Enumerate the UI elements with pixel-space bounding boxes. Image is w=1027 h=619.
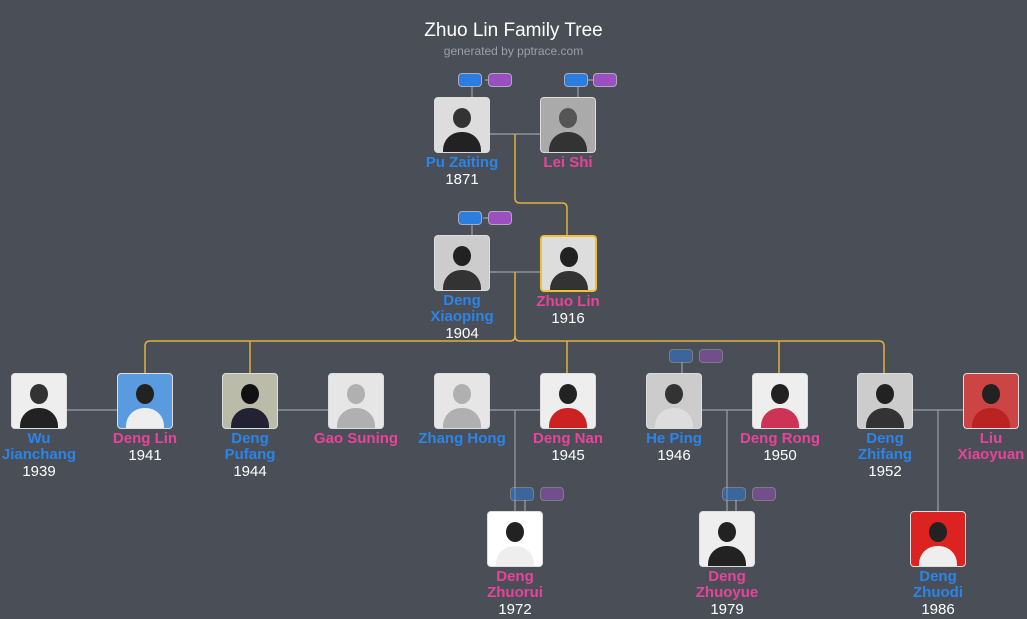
father-toggle-button[interactable] <box>458 211 482 225</box>
person-photo[interactable] <box>11 373 67 429</box>
birth-year: 1979 <box>710 601 744 618</box>
person-name[interactable]: Deng Nan <box>532 430 603 447</box>
person-photo[interactable] <box>222 373 278 429</box>
person-photo[interactable] <box>117 373 173 429</box>
lineage-link <box>249 341 780 373</box>
person-node[interactable]: Lei Shi <box>513 97 623 171</box>
person-name[interactable]: Deng Pufang <box>224 430 276 463</box>
father-toggle-button[interactable] <box>510 487 534 501</box>
mother-toggle-button[interactable] <box>699 349 723 363</box>
person-photo[interactable] <box>434 97 490 153</box>
person-photo[interactable] <box>540 373 596 429</box>
person-name[interactable]: Zhuo Lin <box>536 293 600 310</box>
person-photo[interactable] <box>646 373 702 429</box>
person-node[interactable]: Liu Xiaoyuan <box>951 373 1027 463</box>
birth-year: 1871 <box>445 171 479 188</box>
lineage-link <box>514 335 885 373</box>
birth-year: 1916 <box>551 310 585 327</box>
father-toggle-button[interactable] <box>564 73 588 87</box>
person-name[interactable]: Liu Xiaoyuan <box>957 430 1025 463</box>
mother-toggle-button[interactable] <box>593 73 617 87</box>
person-name[interactable]: Deng Zhuorui <box>487 568 543 601</box>
person-name[interactable]: Zhang Hong <box>418 430 506 447</box>
birth-year: 1945 <box>551 447 585 464</box>
person-node[interactable]: Gao Suning <box>301 373 411 447</box>
person-node[interactable]: Zhang Hong <box>407 373 517 447</box>
person-name[interactable]: Pu Zaiting <box>425 154 499 171</box>
person-name[interactable]: He Ping <box>646 430 702 447</box>
person-photo[interactable] <box>540 97 596 153</box>
person-photo[interactable] <box>857 373 913 429</box>
birth-year: 1972 <box>498 601 532 618</box>
person-name[interactable]: Deng Zhuodi <box>913 568 963 601</box>
person-name[interactable]: Deng Zhifang <box>857 430 913 463</box>
person-photo[interactable] <box>699 511 755 567</box>
lineage-link <box>514 134 568 235</box>
person-photo[interactable] <box>910 511 966 567</box>
person-name[interactable]: Deng Rong <box>740 430 820 447</box>
birth-year: 1952 <box>868 463 902 480</box>
page-subtitle: generated by pptrace.com <box>443 44 584 58</box>
person-name[interactable]: Lei Shi <box>543 154 593 171</box>
avatar-placeholder-icon[interactable] <box>328 373 384 429</box>
mother-toggle-button[interactable] <box>488 73 512 87</box>
person-name[interactable]: Deng Lin <box>112 430 178 447</box>
birth-year: 1944 <box>233 463 267 480</box>
page-title: Zhuo Lin Family Tree <box>424 20 603 41</box>
mother-toggle-button[interactable] <box>540 487 564 501</box>
mother-toggle-button[interactable] <box>752 487 776 501</box>
person-name[interactable]: Gao Suning <box>313 430 399 447</box>
birth-year: 1941 <box>128 447 162 464</box>
father-toggle-button[interactable] <box>669 349 693 363</box>
person-photo[interactable] <box>539 235 597 292</box>
person-name[interactable]: Wu Jianchang <box>1 430 77 463</box>
father-toggle-button[interactable] <box>458 73 482 87</box>
birth-year: 1946 <box>657 447 691 464</box>
person-photo[interactable] <box>434 235 490 291</box>
person-photo[interactable] <box>963 373 1019 429</box>
birth-year: 1939 <box>22 463 56 480</box>
father-toggle-button[interactable] <box>722 487 746 501</box>
avatar-placeholder-icon[interactable] <box>434 373 490 429</box>
person-photo[interactable] <box>487 511 543 567</box>
birth-year: 1986 <box>921 601 955 618</box>
birth-year: 1904 <box>445 325 479 342</box>
person-name[interactable]: Deng Xiaoping <box>430 292 494 325</box>
person-photo[interactable] <box>752 373 808 429</box>
birth-year: 1950 <box>763 447 797 464</box>
person-name[interactable]: Deng Zhuoyue <box>695 568 759 601</box>
mother-toggle-button[interactable] <box>488 211 512 225</box>
